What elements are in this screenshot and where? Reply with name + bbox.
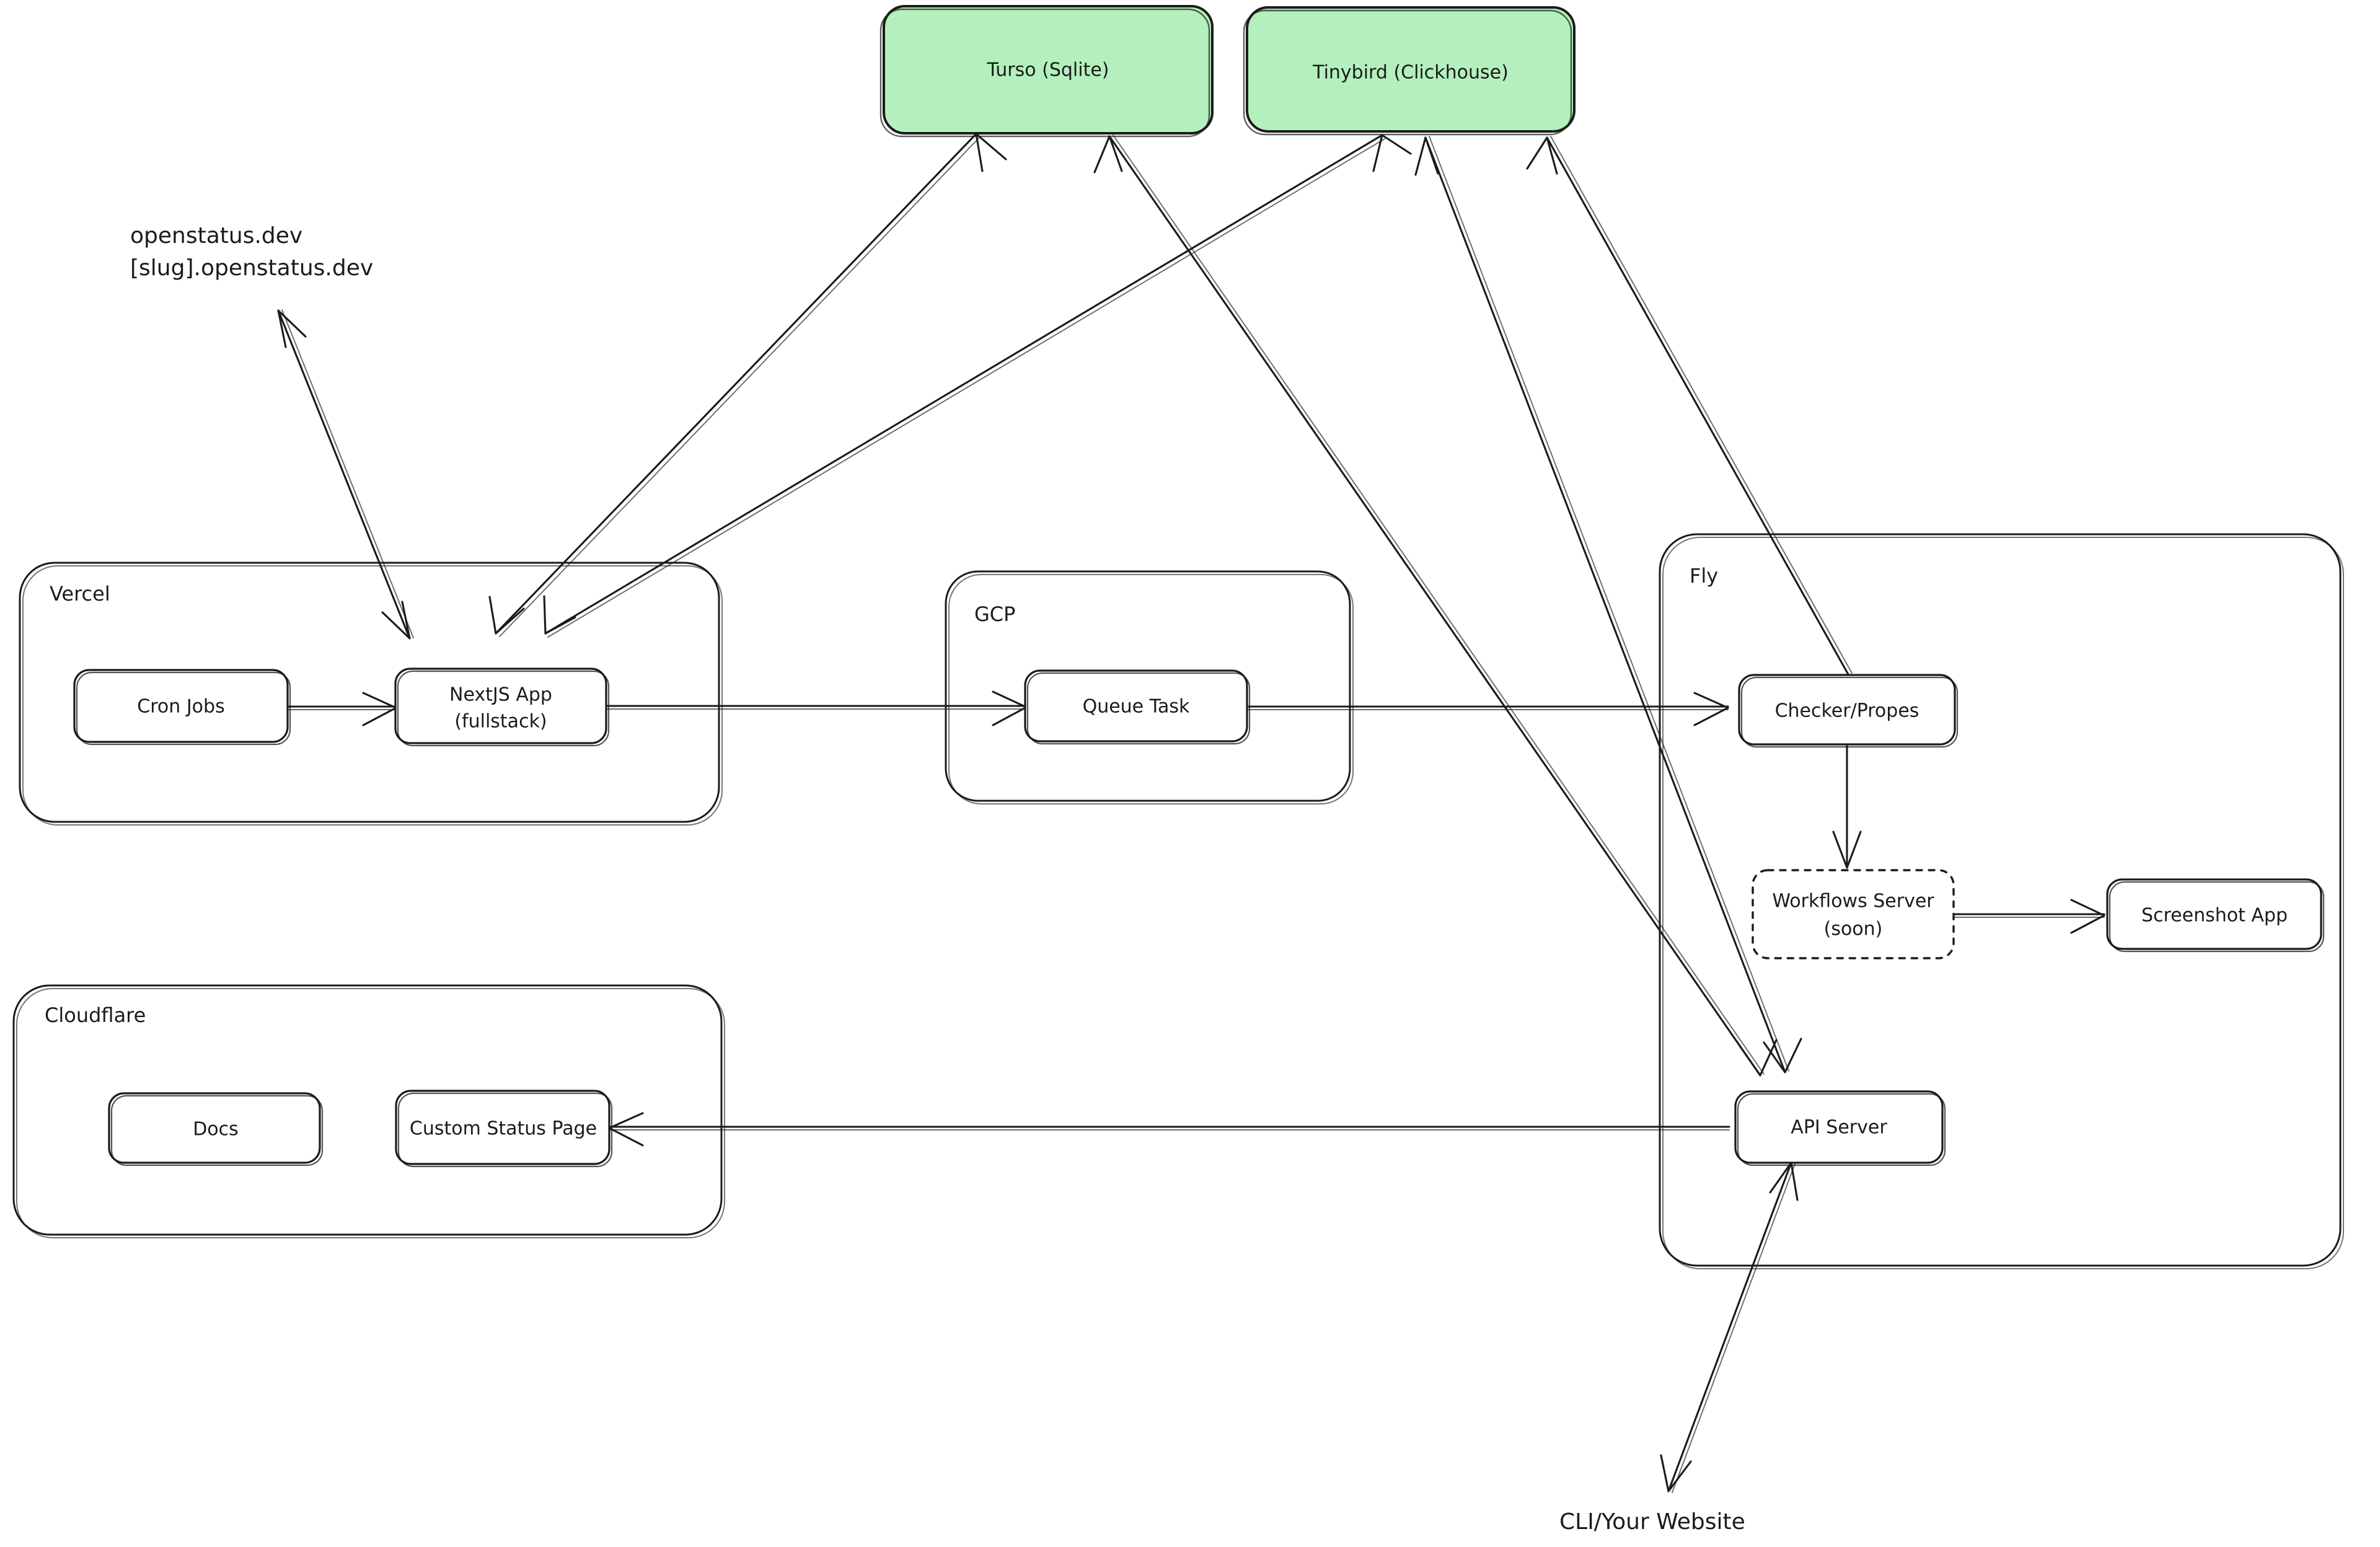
group-vercel: Vercel xyxy=(19,562,723,826)
node-label-checker-propes: Checker/Propes xyxy=(1775,700,1919,722)
node-docs[interactable]: Docs xyxy=(108,1092,324,1166)
db-node-tinybird[interactable]: Tinybird (Clickhouse) xyxy=(1243,6,1576,136)
node-label-nextjs-app-line1: NextJS App xyxy=(449,684,552,706)
edge-domains-nextjs xyxy=(277,309,414,640)
group-cloudflare: Cloudflare xyxy=(12,984,725,1238)
edge-checker-tinybird xyxy=(1526,136,1853,676)
edge-nextjs-tinybird xyxy=(543,134,1412,638)
edge-nextjs-turso xyxy=(488,133,1007,637)
node-label-workflows-server-line2: (soon) xyxy=(1824,919,1883,940)
group-label-cloudflare: Cloudflare xyxy=(45,1003,146,1027)
node-custom-status-page[interactable]: Custom Status Page xyxy=(395,1090,613,1168)
edge-api-statuspage xyxy=(608,1112,1730,1147)
node-api-server[interactable]: API Server xyxy=(1734,1090,1946,1166)
edge-workflows-screenshot xyxy=(1954,899,2105,934)
domains-label-line2: [slug].openstatus.dev xyxy=(130,255,373,281)
edge-client-api xyxy=(1660,1161,1799,1493)
node-label-docs: Docs xyxy=(193,1119,239,1140)
group-fly: Fly xyxy=(1659,533,2344,1269)
edges-layer xyxy=(277,133,2105,1493)
node-checker-propes[interactable]: Checker/Propes xyxy=(1738,674,1959,748)
edge-queue-checker xyxy=(1245,692,1729,726)
client-label: CLI/Your Website xyxy=(1559,1509,1745,1535)
node-nextjs-app[interactable]: NextJS App (fullstack) xyxy=(394,668,610,747)
edge-api-turso xyxy=(1093,134,1778,1077)
db-label-tinybird: Tinybird (Clickhouse) xyxy=(1312,62,1509,84)
free-label-domains: openstatus.dev [slug].openstatus.dev xyxy=(130,223,373,281)
group-gcp: GCP xyxy=(945,570,1354,804)
node-label-screenshot-app: Screenshot App xyxy=(2141,905,2288,927)
node-workflows-server[interactable]: Workflows Server (soon) xyxy=(1752,869,1955,959)
node-label-api-server: API Server xyxy=(1791,1117,1887,1139)
free-label-client: CLI/Your Website xyxy=(1559,1509,1745,1535)
node-screenshot-app[interactable]: Screenshot App xyxy=(2106,878,2325,953)
db-node-turso[interactable]: Turso (Sqlite) xyxy=(879,5,1214,138)
group-label-fly: Fly xyxy=(1690,564,1718,588)
node-label-nextjs-app-line2: (fullstack) xyxy=(454,711,547,733)
node-label-workflows-server-line1: Workflows Server xyxy=(1772,891,1934,912)
edge-checker-workflows xyxy=(1832,743,1862,869)
node-label-queue-task: Queue Task xyxy=(1083,696,1190,718)
node-label-custom-status-page: Custom Status Page xyxy=(410,1118,597,1140)
node-label-cron-jobs: Cron Jobs xyxy=(137,696,224,718)
edge-api-tinybird xyxy=(1414,136,1802,1073)
node-queue-task[interactable]: Queue Task xyxy=(1024,669,1251,745)
group-label-gcp: GCP xyxy=(974,602,1015,626)
group-label-vercel: Vercel xyxy=(50,582,110,606)
node-cron-jobs[interactable]: Cron Jobs xyxy=(73,669,291,746)
edge-cron-nextjs xyxy=(287,692,397,726)
domains-label-line1: openstatus.dev xyxy=(130,223,302,249)
edge-nextjs-queue xyxy=(603,690,1028,726)
db-label-turso: Turso (Sqlite) xyxy=(986,60,1109,81)
